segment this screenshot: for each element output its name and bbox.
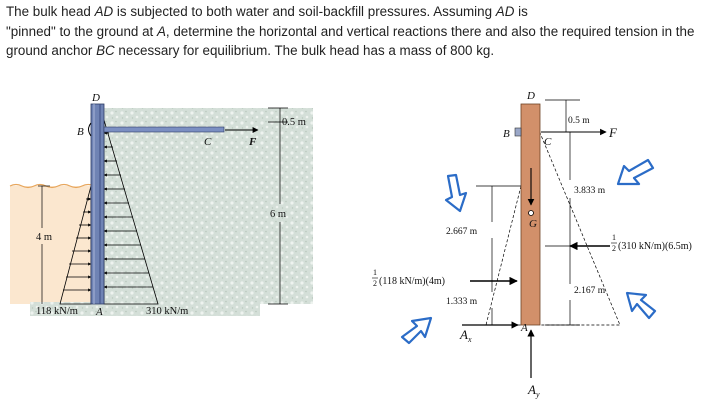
problem-text-part: , determine the horizontal and vertical … [6,23,695,59]
fbd-label-c: C [544,136,552,148]
load-soil: 310 kN/m [146,306,188,317]
label-f: F [248,136,257,148]
fbd-dim-3833: 3.833 m [574,186,606,196]
label-d: D [91,92,100,104]
right-figure: D B C F G A Ax Ay 0.5 m 3.833 m 2.667 m … [372,90,692,399]
annotation-arrows [400,158,657,345]
variable-bc: BC [96,43,115,58]
pointer-arrow-top-left [444,173,468,213]
centroid-g [528,210,534,216]
problem-text-part: is [514,4,528,19]
soil-backfill [103,108,313,304]
fbd-label-d: D [526,90,535,102]
bracket-b [88,122,92,137]
pointer-arrow-bottom-left [400,316,433,345]
dimension-lines-fbd [476,99,580,326]
anchor-bracket [514,127,522,137]
frac-num-water: 1 [373,268,377,277]
water-resultant-label: (118 kN/m)(4m) [379,276,445,287]
fbd-dim-2667: 2.667 m [446,227,478,237]
water-load-outline [485,185,522,326]
label-a: A [95,306,103,318]
fbd-label-b: B [503,128,510,140]
label-b: B [77,126,84,138]
frac-den-water: 2 [373,279,377,288]
ground-base [30,302,260,316]
fbd-label-f: F [608,125,618,140]
water-surface [9,183,96,189]
dim-water: 4 m [36,232,52,243]
fbd-label-ax: Ax [459,327,472,344]
problem-statement: The bulk head AD is subjected to both wa… [6,2,696,61]
dimension-lines-water [38,185,50,304]
fbd-dim-2167: 2.167 m [574,286,606,296]
fbd-label-a: A [520,322,528,334]
dim-top: 0.5 m [282,117,306,128]
left-figure: D B C F A 0.5 m 6 m 4 m 118 kN/m 310 kN/… [9,92,313,318]
soil-resultant-label: (310 kN/m)(6.5m) [618,241,692,252]
water-region [10,186,95,304]
load-water: 118 kN/m [36,306,78,317]
frac-den-soil: 2 [612,244,616,253]
problem-text-part: is subjected to both water and soil-back… [113,4,496,19]
variable-a: A [156,23,166,39]
frac-num-soil: 1 [612,233,616,242]
dimension-lines-right [268,107,288,305]
problem-text-part: "pinned" to the ground at [6,23,157,39]
problem-text-part: necessary for equilibrium. The bulk head… [114,43,495,58]
bulkhead-wall [90,103,105,305]
pointer-arrow-bottom-right [625,291,657,320]
pointer-arrow-top-right [616,158,655,186]
dim-mid: 6 m [270,209,286,220]
fbd-dim-1333: 1.333 m [446,297,478,307]
fbd-label-g: G [529,218,537,230]
label-c: C [204,136,212,148]
soil-pressure-arrows [103,131,153,289]
anchor-rod [103,126,225,133]
water-pressure-arrows [63,197,92,292]
fbd-dim-top: 0.5 m [568,116,590,126]
variable-ad: AD [495,4,515,19]
problem-text-part: The bulk head [6,4,95,19]
variable-ad: AD [94,4,114,19]
fbd-label-ay: Ay [527,382,540,399]
